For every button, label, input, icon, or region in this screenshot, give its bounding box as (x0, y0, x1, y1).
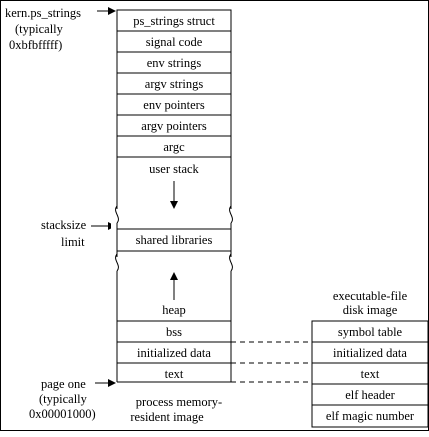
cell-shared-libraries: shared libraries (136, 233, 213, 247)
cell-ps-strings-struct: ps_strings struct (133, 14, 215, 28)
process-image-top-cells: ps_strings struct signal code env string… (116, 9, 232, 214)
svg-text:resident image: resident image (130, 410, 204, 424)
kern-ps-strings-label: kern.ps_strings (typically 0xbfbfffff) (5, 6, 81, 52)
svg-text:0x00001000): 0x00001000) (29, 407, 96, 421)
cell-env-pointers: env pointers (143, 98, 205, 112)
cell-argc: argc (163, 140, 185, 154)
svg-text:stacksize: stacksize (41, 218, 87, 232)
cell-text: text (165, 367, 184, 381)
cell-argv-pointers: argv pointers (141, 119, 207, 133)
disk-cell-elf-header: elf header (345, 388, 395, 402)
cell-signal-code: signal code (146, 35, 203, 49)
cell-heap: heap (162, 303, 186, 317)
disk-cell-text: text (361, 367, 380, 381)
disk-image-title: executable-file disk image (333, 289, 408, 317)
dashed-connectors (231, 341, 312, 383)
cell-initialized-data: initialized data (137, 346, 211, 360)
cell-env-strings: env strings (147, 56, 202, 70)
break-mark-upper (111, 205, 237, 257)
svg-text:page one: page one (41, 377, 86, 391)
svg-text:(typically: (typically (15, 22, 64, 36)
process-image-caption: process memory- resident image (130, 395, 222, 424)
process-image-bottom-cells: heap bss initialized data text (116, 271, 232, 383)
disk-cell-elf-magic-number: elf magic number (326, 409, 415, 423)
break-mark-lower (111, 253, 237, 273)
svg-text:executable-file: executable-file (333, 289, 408, 303)
svg-text:process memory-: process memory- (136, 395, 222, 409)
disk-cell-initialized-data: initialized data (333, 346, 407, 360)
svg-text:limit: limit (61, 235, 85, 249)
shared-libraries-section: shared libraries (117, 228, 231, 252)
svg-text:0xbfbfffff): 0xbfbfffff) (9, 38, 62, 52)
svg-text:(typically: (typically (39, 392, 88, 406)
disk-image-cells: symbol table initialized data text elf h… (311, 320, 429, 428)
cell-user-stack: user stack (149, 162, 199, 176)
disk-cell-symbol-table: symbol table (338, 325, 403, 339)
page-one-label: page one (typically 0x00001000) (29, 377, 96, 421)
stacksize-limit-label: stacksize limit (41, 218, 87, 249)
svg-text:disk image: disk image (343, 303, 398, 317)
cell-bss: bss (166, 325, 182, 339)
cell-argv-strings: argv strings (145, 77, 204, 91)
svg-text:kern.ps_strings: kern.ps_strings (5, 6, 81, 20)
